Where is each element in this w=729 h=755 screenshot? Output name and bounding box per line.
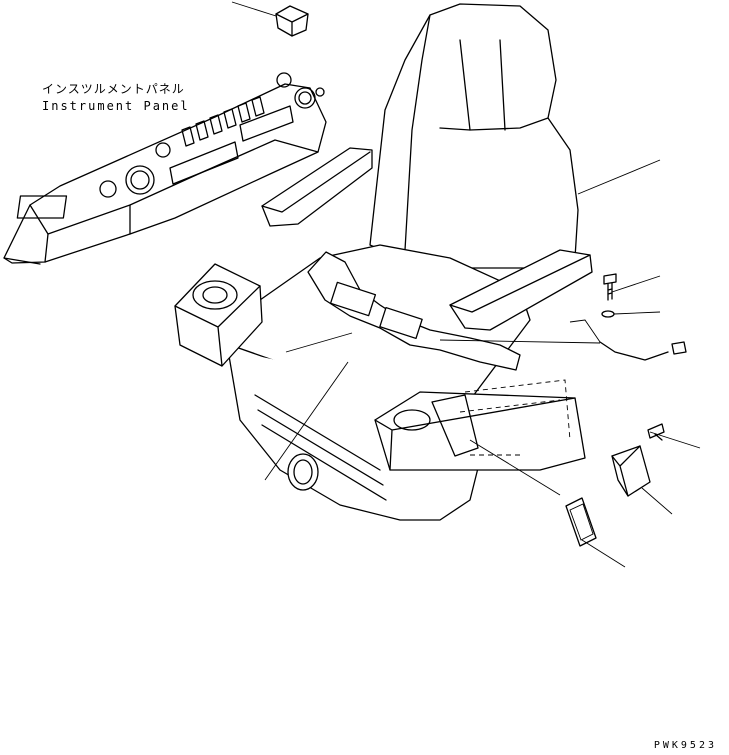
screw — [647, 423, 665, 441]
bolt — [603, 273, 617, 301]
plate — [565, 497, 597, 547]
operator-seat — [174, 3, 593, 521]
drawing-code: PWK9523 — [653, 740, 717, 751]
instrument-panel-label-en: Instrument Panel — [42, 99, 190, 113]
switch-part — [231, 1, 309, 37]
harness — [599, 341, 687, 361]
switch-row — [181, 96, 265, 147]
washer — [601, 310, 615, 318]
leader-lines — [264, 159, 701, 568]
switch-box — [611, 445, 651, 497]
instrument-panel — [3, 72, 327, 265]
instrument-panel-label-jp: インスツルメントパネル — [42, 82, 185, 96]
